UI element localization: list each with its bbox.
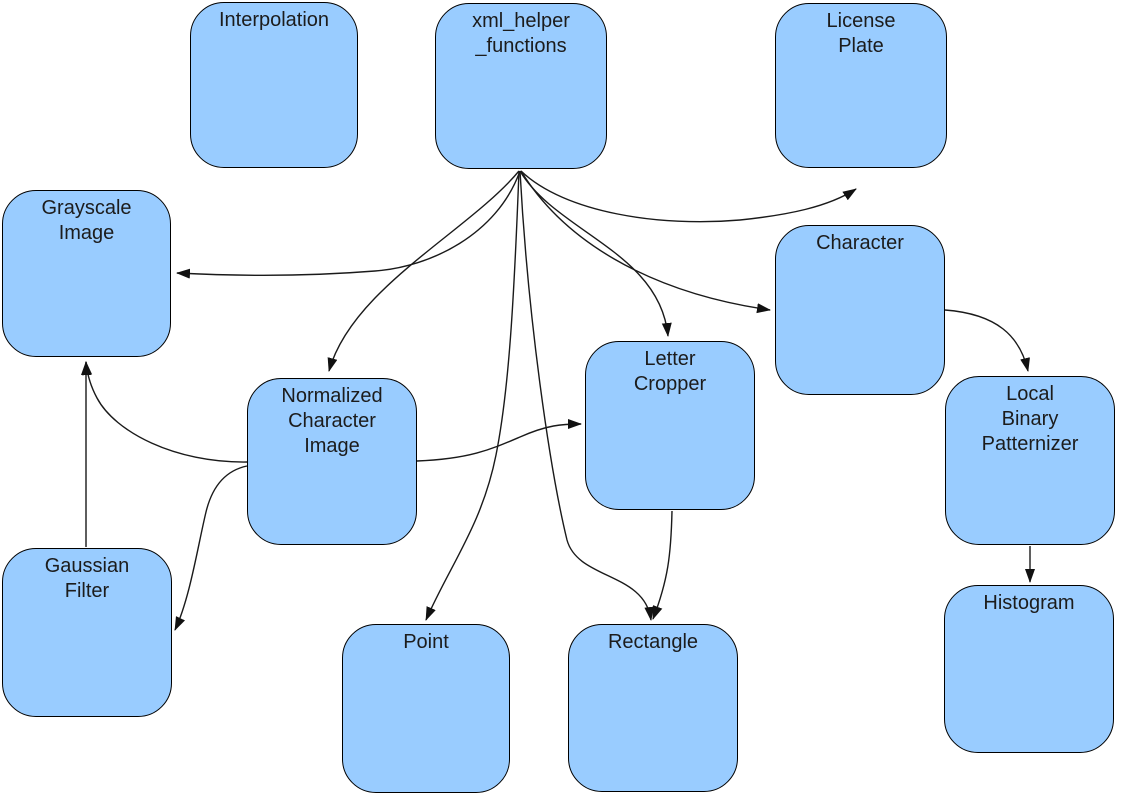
edge-xml_helper_functions-to-license_plate [520, 170, 857, 223]
node-label-rectangle: Rectangle [608, 630, 698, 655]
edge-xml_helper_functions-to-letter_cropper [519, 170, 672, 337]
edge-xml_helper_functions-to-point [425, 170, 520, 621]
edge-xml_helper_functions-to-character [520, 170, 771, 314]
node-point: Point [342, 624, 510, 793]
node-label-line: Filter [64, 580, 110, 602]
node-label-line: Image [304, 435, 360, 457]
node-character: Character [775, 225, 945, 395]
edge-xml_helper_functions-to-grayscale_image [176, 170, 521, 279]
node-interpolation: Interpolation [190, 2, 358, 168]
node-label-xml_helper_functions: xml_helper _functions [472, 9, 570, 59]
node-label-line: Histogram [983, 592, 1075, 614]
edge-xml_helper_functions-to-normalized_character_image [327, 170, 520, 372]
node-label-line: Gaussian [44, 555, 130, 577]
node-label-line: License [826, 10, 896, 32]
node-label-line: Normalized [281, 385, 383, 407]
node-label-histogram: Histogram [983, 591, 1074, 616]
edge-normalized_character_image-to-gaussian_filter [174, 465, 248, 631]
node-label-line: Character [816, 232, 904, 254]
edge-character-to-local_binary_patternizer [944, 309, 1030, 372]
node-rectangle: Rectangle [568, 624, 738, 792]
node-label-line: Point [403, 631, 449, 653]
node-label-character: Character [816, 231, 904, 256]
node-label-line: Character [288, 410, 376, 432]
node-label-line: Letter [644, 348, 696, 370]
node-label-line: Plate [838, 35, 884, 57]
node-label-line: xml_helper [472, 10, 570, 32]
node-label-line: Rectangle [607, 631, 699, 653]
node-label-line: Image [58, 222, 115, 244]
edge-normalized_character_image-to-letter_cropper [416, 419, 582, 462]
node-label-line: Patternizer [981, 433, 1079, 455]
node-xml_helper_functions: xml_helper _functions [435, 3, 607, 169]
node-label-line: Interpolation [218, 9, 330, 31]
node-label-line: Local [1006, 383, 1054, 405]
node-label-line: Grayscale [41, 197, 132, 219]
edge-normalized_character_image-to-grayscale_image [82, 361, 248, 463]
edge-letter_cropper-to-rectangle [652, 510, 673, 620]
node-label-point: Point [403, 630, 449, 655]
node-label-line: Cropper [633, 373, 707, 395]
node-histogram: Histogram [944, 585, 1114, 753]
node-label-line: Binary [1001, 408, 1059, 430]
node-label-interpolation: Interpolation [219, 8, 329, 33]
node-label-line: _functions [475, 35, 567, 57]
